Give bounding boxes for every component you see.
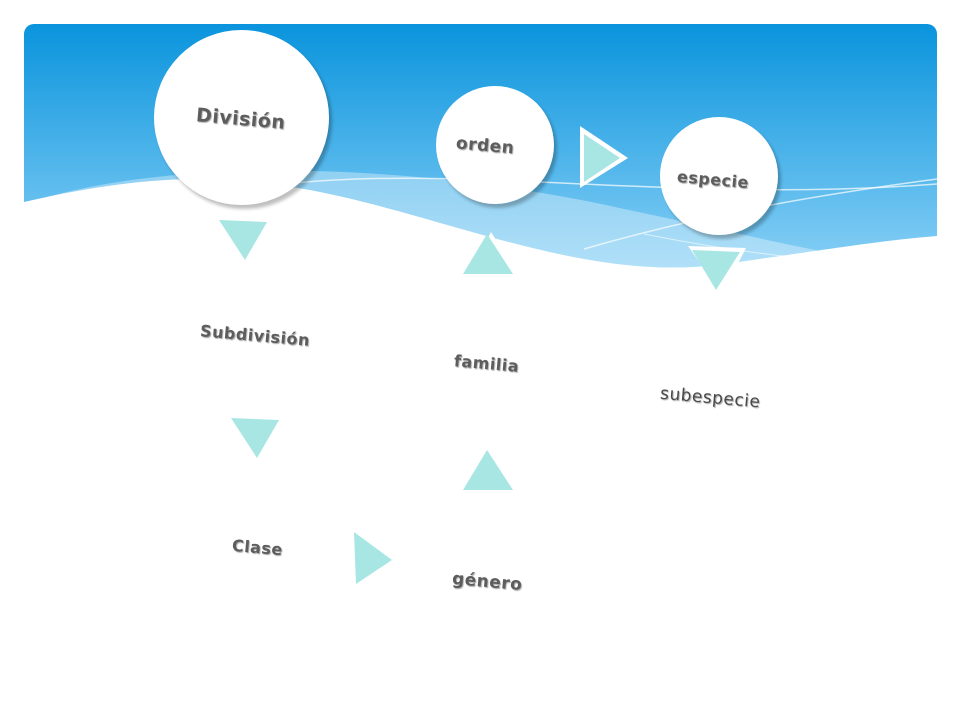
arrow-orden-to-especie	[580, 126, 628, 188]
arrow-familia-to-orden	[463, 232, 519, 276]
circle-especie	[660, 117, 778, 235]
sky-wave-background	[24, 24, 937, 696]
arrow-genero-to-familia	[463, 448, 519, 492]
circle-orden	[436, 86, 554, 204]
arrow-clase-to-genero	[354, 528, 398, 584]
circle-division	[154, 30, 329, 205]
slide-canvas: División orden especie Subdivisión famil…	[24, 24, 937, 696]
arrow-subdivision-to-clase	[231, 416, 285, 458]
arrow-especie-to-subespecie	[688, 246, 746, 294]
arrow-division-to-subdivision	[219, 218, 273, 260]
